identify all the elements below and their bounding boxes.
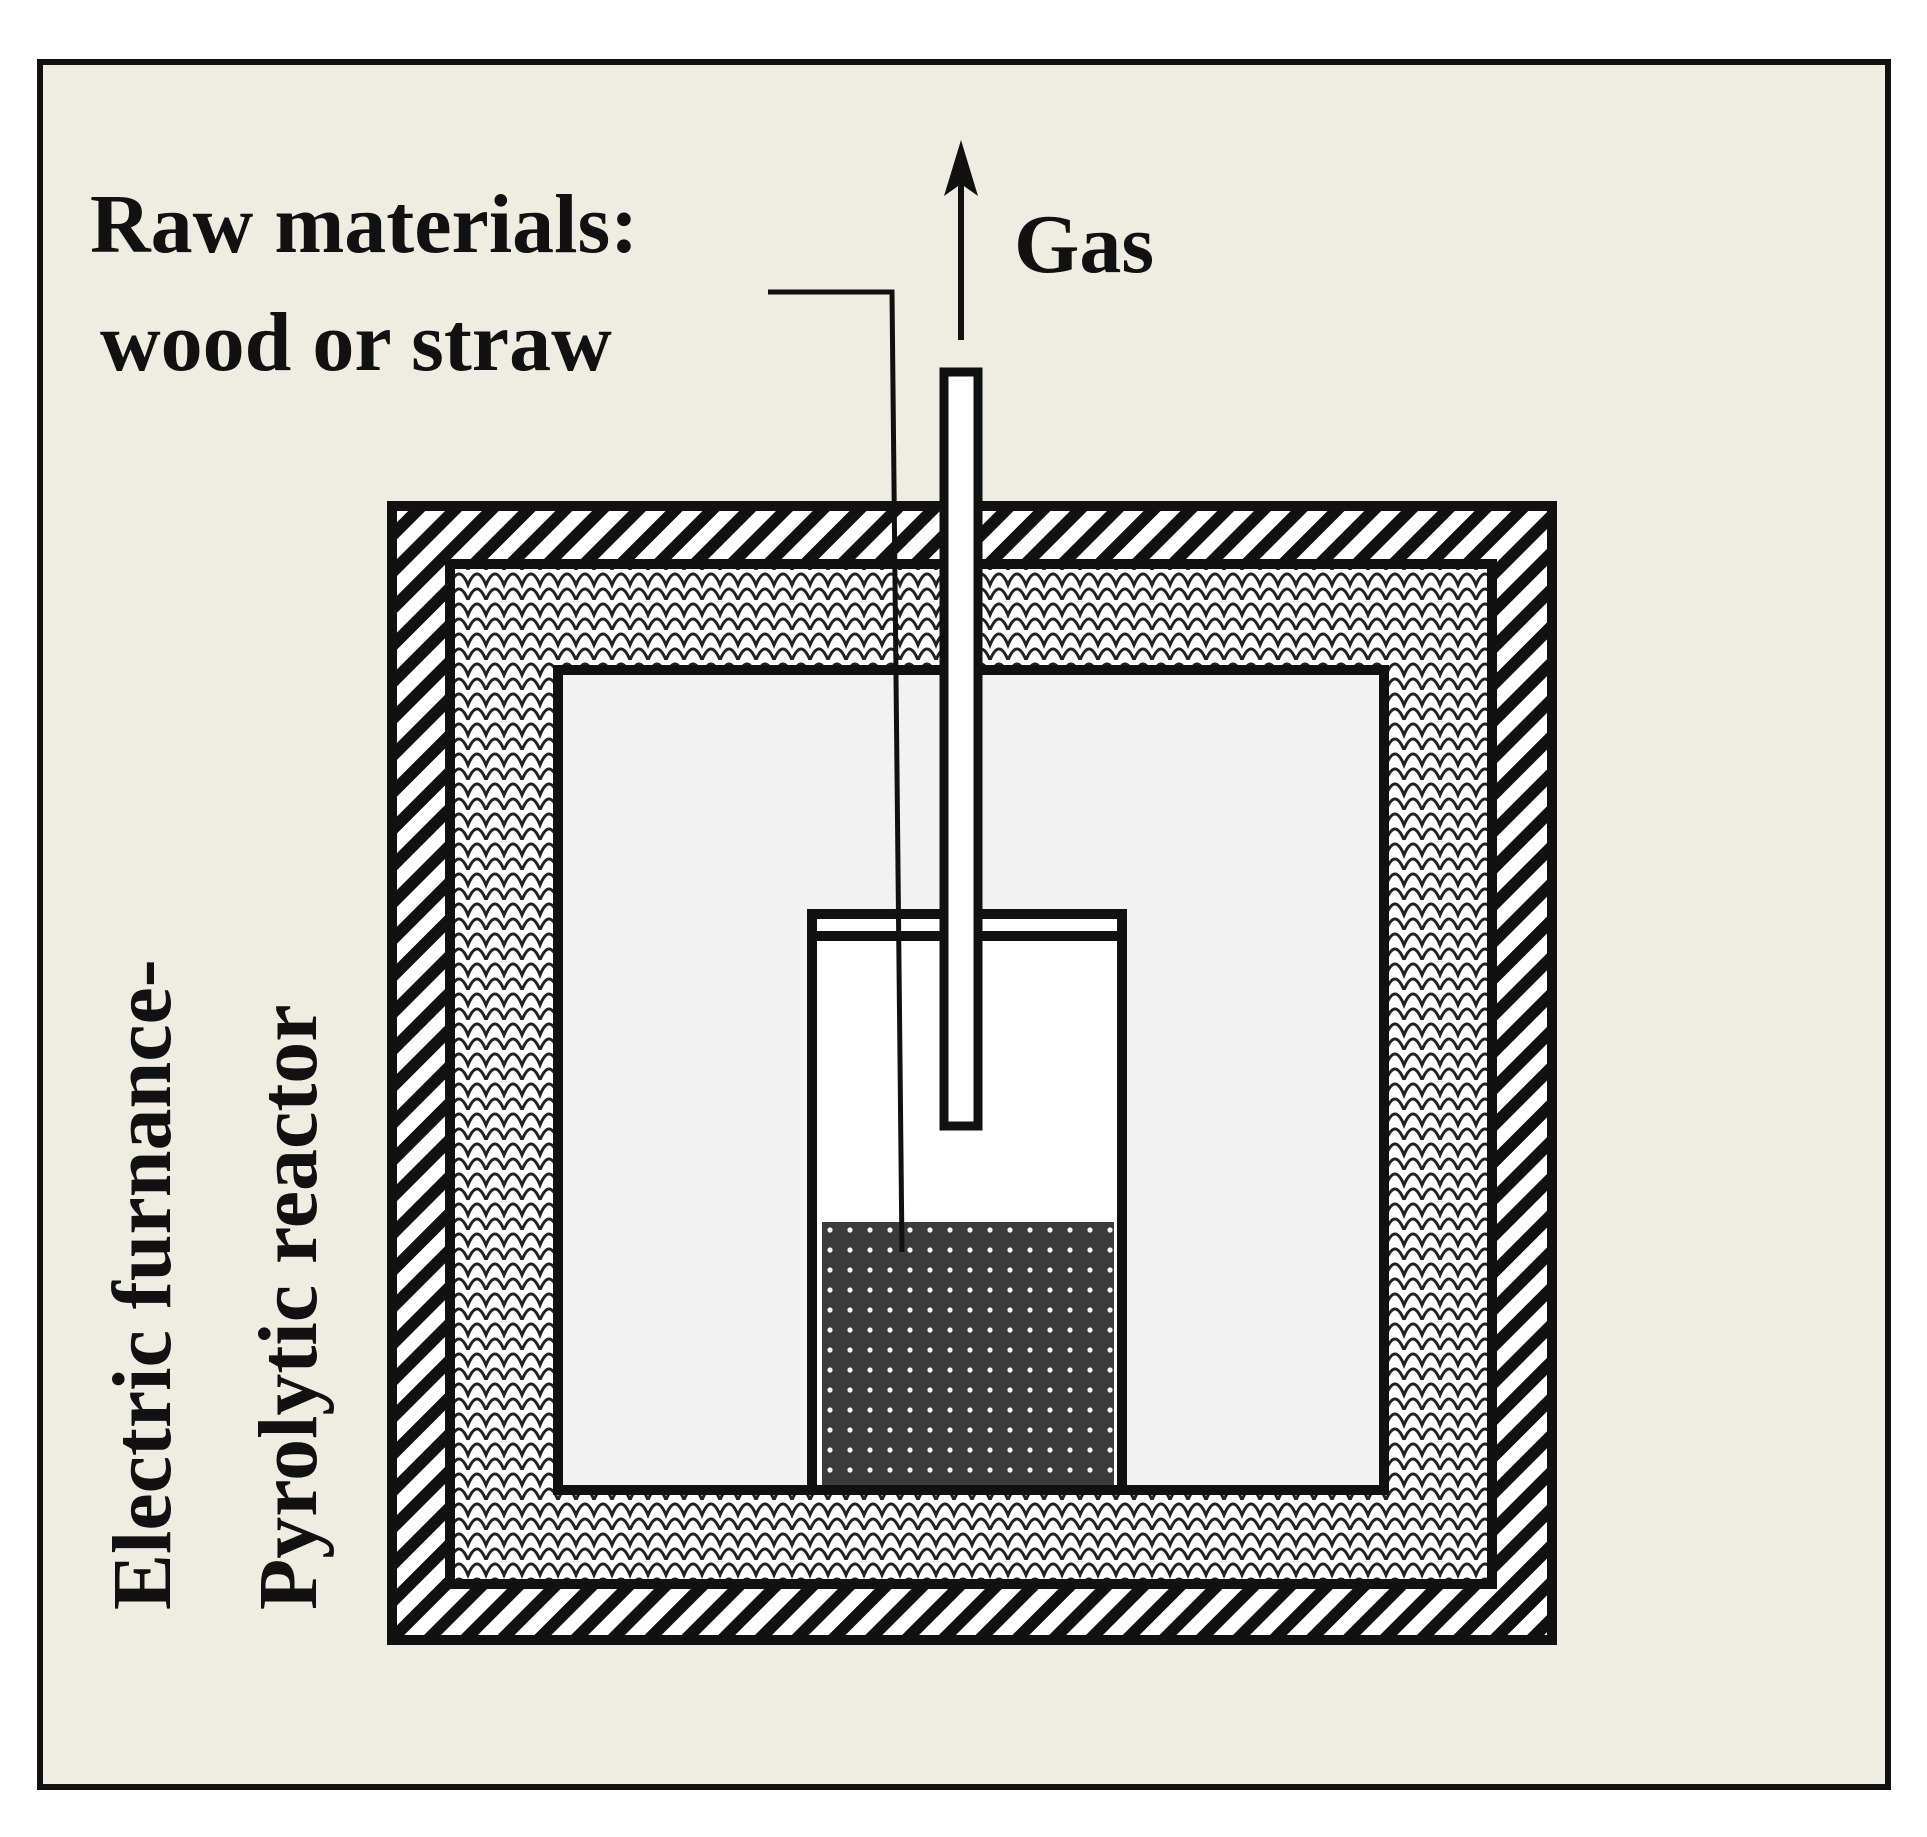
gas-outlet-tube	[939, 367, 983, 1131]
raw-materials-label-line1: Raw materials:	[90, 178, 638, 271]
raw-materials-leader-line	[768, 289, 905, 1253]
raw-material-charge	[822, 1222, 1114, 1485]
furnace-label-line2: Pyrolytic reactor	[242, 1004, 335, 1610]
raw-materials-label-line2: wood or straw	[100, 296, 612, 389]
gas-label: Gas	[1014, 198, 1154, 291]
furnace-label-line1: Electric furnance-	[96, 959, 189, 1610]
gas-arrow-head	[944, 140, 978, 196]
